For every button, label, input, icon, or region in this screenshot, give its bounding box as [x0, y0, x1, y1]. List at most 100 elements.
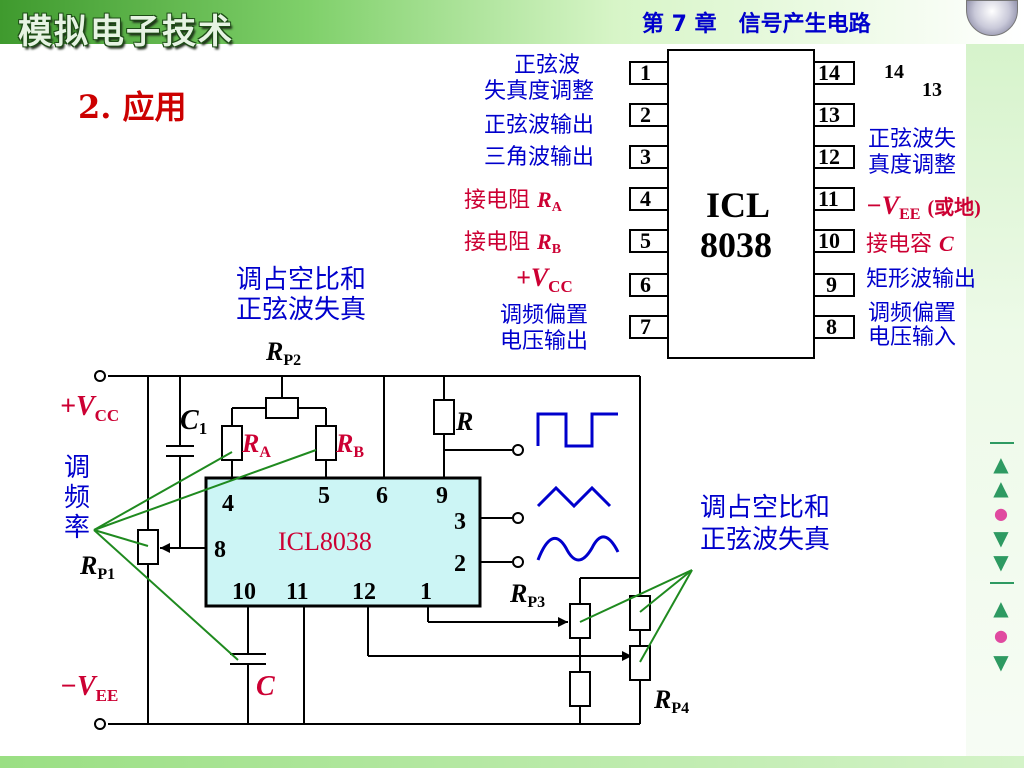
pin-number-14: 14 [818, 60, 840, 85]
rp4-wiper-arrow [622, 651, 632, 661]
nav-sidebar [966, 44, 1024, 768]
corner-number-14: 14 [884, 61, 904, 83]
pin5-label: 接电阻 RB [464, 229, 562, 258]
prev-slide-icon[interactable]: ▲ [993, 596, 1009, 620]
ic-pin-9: 9 [436, 483, 448, 509]
duty-label-right-line1: 调占空比和 [700, 493, 831, 523]
triangle-wave-icon [536, 485, 612, 509]
rb-resistor [315, 425, 337, 461]
rp1-wiper-arrow [160, 543, 170, 553]
freq-label-line1: 调 [64, 453, 91, 483]
pin-number-3: 3 [640, 144, 651, 169]
r-resistor [433, 399, 455, 435]
pin3-label: 三角波输出 [484, 145, 595, 170]
pin-number-4: 4 [640, 186, 651, 211]
pinout-chip-name-line2: 8038 [700, 225, 772, 265]
ic-pin-8: 8 [214, 537, 226, 563]
duty-label-right-line2: 正弦波失真 [700, 525, 831, 555]
vcc-label: +VCC [60, 391, 120, 426]
ic-pin-5: 5 [318, 483, 330, 509]
pin-number-6: 6 [640, 272, 651, 297]
pin4-label: 接电阻 RA [464, 187, 562, 216]
sine-wave-icon [536, 535, 620, 562]
right-pin-stubs [813, 61, 855, 339]
ic-pin-1: 1 [420, 579, 432, 605]
ic-body [204, 476, 482, 608]
home-dot-icon[interactable]: ● [994, 504, 1008, 523]
pin8-label-line2: 电压输入 [868, 325, 957, 350]
pin1-label-line2: 失真度调整 [484, 79, 595, 104]
pin-number-12: 12 [818, 144, 840, 169]
section-title: 2. 应用 [78, 88, 187, 126]
pin12-label-line2: 真度调整 [868, 153, 957, 178]
ic-pin-11: 11 [286, 579, 309, 605]
pinout-chip-body [667, 49, 815, 359]
ic-pin-3: 3 [454, 509, 466, 535]
nav-divider [990, 582, 1014, 584]
pinout-chip-name-line1: ICL [706, 185, 771, 225]
pin2-label: 正弦波输出 [484, 113, 595, 138]
pin-number-5: 5 [640, 228, 651, 253]
top-right-resistor [629, 595, 651, 631]
bottom-bar [0, 756, 1024, 768]
course-brand: 模拟电子技术 [18, 12, 234, 52]
ic-pin-6: 6 [376, 483, 388, 509]
pin8-label-line1: 调频偏置 [868, 301, 957, 326]
pin-number-13: 13 [818, 102, 840, 127]
ra-label: RA [242, 429, 271, 462]
ra-resistor [221, 425, 243, 461]
square-wave-icon [536, 412, 618, 448]
pin6-label: +VCC [516, 263, 573, 297]
last-page-icon[interactable]: ▼ [993, 550, 1009, 574]
pin-number-1: 1 [640, 60, 651, 85]
rp3-wiper-arrow [558, 617, 568, 627]
ic-pin-10: 10 [232, 579, 256, 605]
pin-number-9: 9 [826, 272, 837, 297]
circuit-wires [94, 370, 641, 730]
rp1-resistor [137, 529, 159, 565]
freq-label-line2: 频 [64, 483, 91, 513]
next-page-icon[interactable]: ▼ [993, 526, 1009, 550]
ic-pin-12: 12 [352, 579, 376, 605]
prev-page-icon[interactable]: ▲ [993, 476, 1009, 500]
c-label: C [256, 671, 275, 702]
pin12-label-line1: 正弦波失 [868, 127, 957, 152]
c1-label: C1 [180, 405, 208, 439]
pointer-lines [93, 449, 693, 663]
nav-divider [990, 442, 1014, 444]
chapter-title: 第 7 章 信号产生电路 [642, 12, 871, 37]
pin-number-10: 10 [818, 228, 840, 253]
duty-label-top-line1: 调占空比和 [236, 265, 367, 295]
corner-number-13: 13 [922, 79, 942, 101]
pin1-label-line1: 正弦波 [514, 53, 581, 78]
pin7-label-line1: 调频偏置 [500, 303, 589, 328]
bottom-resistor [569, 671, 591, 707]
return-dot-icon[interactable]: ● [994, 626, 1008, 645]
pin-number-7: 7 [640, 314, 651, 339]
title-bar [0, 0, 1024, 44]
freq-label-line3: 率 [64, 513, 91, 543]
rp1-label: RP1 [80, 551, 116, 584]
pin7-label-line2: 电压输出 [500, 329, 589, 354]
left-pin-stubs [629, 61, 669, 339]
first-page-icon[interactable]: ▲ [993, 452, 1009, 476]
r-label: R [456, 407, 474, 436]
next-slide-icon[interactable]: ▼ [993, 650, 1009, 674]
vee-label: −VEE [60, 671, 119, 706]
rp4-label: RP4 [654, 685, 690, 718]
ic-pin-2: 2 [454, 551, 466, 577]
waveforms [536, 412, 620, 562]
rp2-label: RP2 [266, 337, 302, 370]
rp2-resistor [265, 397, 299, 419]
rb-label: RB [336, 429, 365, 462]
pin-number-8: 8 [826, 314, 837, 339]
pin11-label: −VEE (或地) [866, 191, 981, 224]
pin9-label: 矩形波输出 [866, 267, 977, 292]
duty-label-top-line2: 正弦波失真 [236, 295, 367, 325]
ic-pin-4: 4 [222, 491, 234, 517]
pin-number-2: 2 [640, 102, 651, 127]
rp3-label: RP3 [510, 579, 546, 612]
pin10-label: 接电容 C [866, 231, 954, 257]
ic-name: ICL8038 [278, 527, 372, 556]
